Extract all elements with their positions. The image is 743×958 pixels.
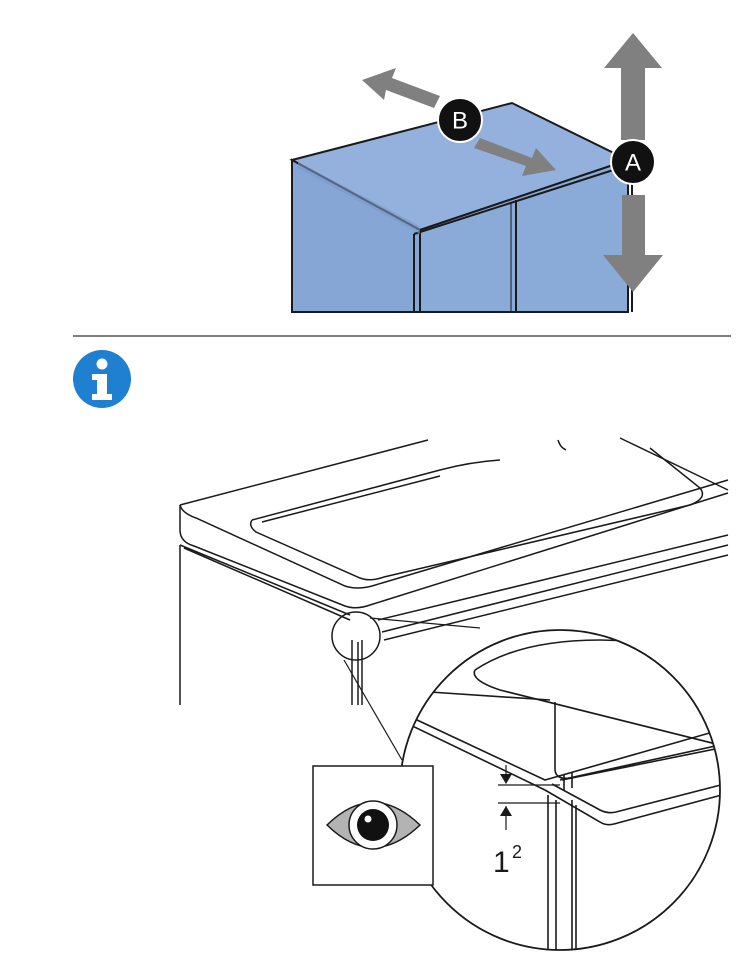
appliance-top-figure	[179, 437, 729, 705]
eye-box	[312, 765, 434, 886]
info-icon	[73, 350, 131, 408]
cabinet-front	[419, 158, 629, 313]
label-b-badge: B	[437, 97, 483, 143]
label-a: A	[625, 150, 641, 177]
dimension-value: 1	[493, 846, 510, 879]
zoom-detail: 1 2	[399, 629, 721, 951]
label-a-badge: A	[610, 139, 656, 185]
arrow-a	[603, 33, 663, 292]
eye-icon	[325, 800, 422, 850]
cabinet-figure	[289, 101, 633, 313]
arrow-b	[362, 68, 556, 176]
gap-dimension	[498, 765, 560, 830]
dimension-superscript: 2	[512, 842, 522, 862]
zoom-connectors	[343, 617, 481, 761]
label-b: B	[452, 108, 468, 135]
